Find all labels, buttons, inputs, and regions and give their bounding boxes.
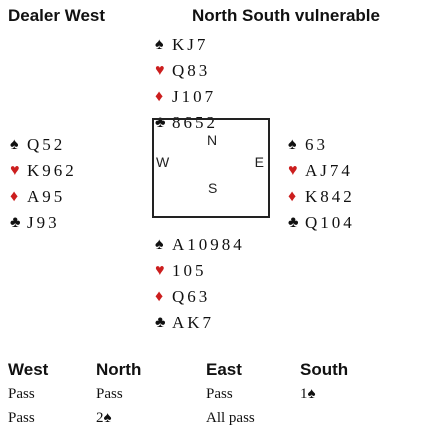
heart-icon: ♥	[288, 162, 298, 179]
south-clubs-cards: AK7	[172, 313, 215, 332]
auction-header-south: South	[300, 360, 349, 379]
club-icon: ♣	[10, 214, 21, 231]
east-hearts-row: ♥ AJ74	[288, 158, 355, 184]
south-diamonds-cards: Q63	[172, 287, 211, 306]
dealer-label: Dealer West	[8, 6, 106, 25]
south-spades-cards: A10984	[172, 235, 245, 254]
north-spades-row: ♠ KJ7	[155, 32, 218, 58]
south-clubs-row: ♣ AK7	[155, 310, 245, 336]
east-clubs-row: ♣ Q104	[288, 210, 355, 236]
north-hearts-row: ♥ Q83	[155, 58, 218, 84]
west-hearts-cards: K962	[27, 161, 77, 180]
east-diamonds-row: ♦ K842	[288, 184, 355, 210]
south-diamonds-row: ♦ Q63	[155, 284, 245, 310]
auction-bid: Pass	[206, 386, 233, 402]
north-diamonds-row: ♦ J107	[155, 84, 218, 110]
south-hearts-cards: 105	[172, 261, 207, 280]
north-hearts-cards: Q83	[172, 61, 211, 80]
heart-icon: ♥	[10, 162, 20, 179]
north-spades-cards: KJ7	[172, 35, 209, 54]
auction-header-east: East	[206, 360, 242, 379]
east-spades-cards: 63	[305, 135, 328, 154]
north-hand: ♠ KJ7 ♥ Q83 ♦ J107 ♣ 8652	[155, 32, 218, 136]
east-clubs-cards: Q104	[305, 213, 355, 232]
west-clubs-cards: J93	[27, 213, 60, 232]
heart-icon: ♥	[155, 62, 165, 79]
north-clubs-row: ♣ 8652	[155, 110, 218, 136]
west-spades-row: ♠ Q52	[10, 132, 77, 158]
diamond-icon: ♦	[155, 88, 164, 105]
compass-north: N	[207, 132, 218, 148]
spade-icon: ♠	[288, 136, 297, 153]
diamond-icon: ♦	[288, 188, 297, 205]
club-icon: ♣	[155, 314, 166, 331]
east-hearts-cards: AJ74	[305, 161, 353, 180]
spade-icon: ♠	[155, 36, 164, 53]
west-diamonds-row: ♦ A95	[10, 184, 77, 210]
diamond-icon: ♦	[155, 288, 164, 305]
east-spades-row: ♠ 63	[288, 132, 355, 158]
west-clubs-row: ♣ J93	[10, 210, 77, 236]
auction-bid: Pass	[96, 386, 123, 402]
compass-east: E	[254, 154, 264, 170]
auction-bid: Pass	[8, 386, 35, 402]
south-hearts-row: ♥ 105	[155, 258, 245, 284]
auction-header-north: North	[96, 360, 142, 379]
south-hand: ♠ A10984 ♥ 105 ♦ Q63 ♣ AK7	[155, 232, 245, 336]
east-hand: ♠ 63 ♥ AJ74 ♦ K842 ♣ Q104	[288, 132, 355, 236]
south-spades-row: ♠ A10984	[155, 232, 245, 258]
west-spades-cards: Q52	[27, 135, 66, 154]
auction-bid: 1♠	[300, 386, 316, 402]
west-hearts-row: ♥ K962	[10, 158, 77, 184]
compass-south: S	[208, 180, 218, 196]
north-clubs-cards: 8652	[172, 113, 218, 132]
auction-bid: 2♠	[96, 410, 112, 426]
auction-header-west: West	[8, 360, 49, 379]
compass-box: N W E S	[152, 118, 270, 218]
club-icon: ♣	[288, 214, 299, 231]
spade-icon: ♠	[10, 136, 19, 153]
north-diamonds-cards: J107	[172, 87, 217, 106]
heart-icon: ♥	[155, 262, 165, 279]
compass-west: W	[156, 154, 170, 170]
east-diamonds-cards: K842	[305, 187, 355, 206]
auction-bid: Pass	[8, 410, 35, 426]
west-hand: ♠ Q52 ♥ K962 ♦ A95 ♣ J93	[10, 132, 77, 236]
auction-bid: All pass	[206, 410, 255, 426]
club-icon: ♣	[155, 114, 166, 131]
diamond-icon: ♦	[10, 188, 19, 205]
spade-icon: ♠	[155, 236, 164, 253]
vulnerability-label: North South vulnerable	[192, 6, 380, 25]
west-diamonds-cards: A95	[27, 187, 66, 206]
